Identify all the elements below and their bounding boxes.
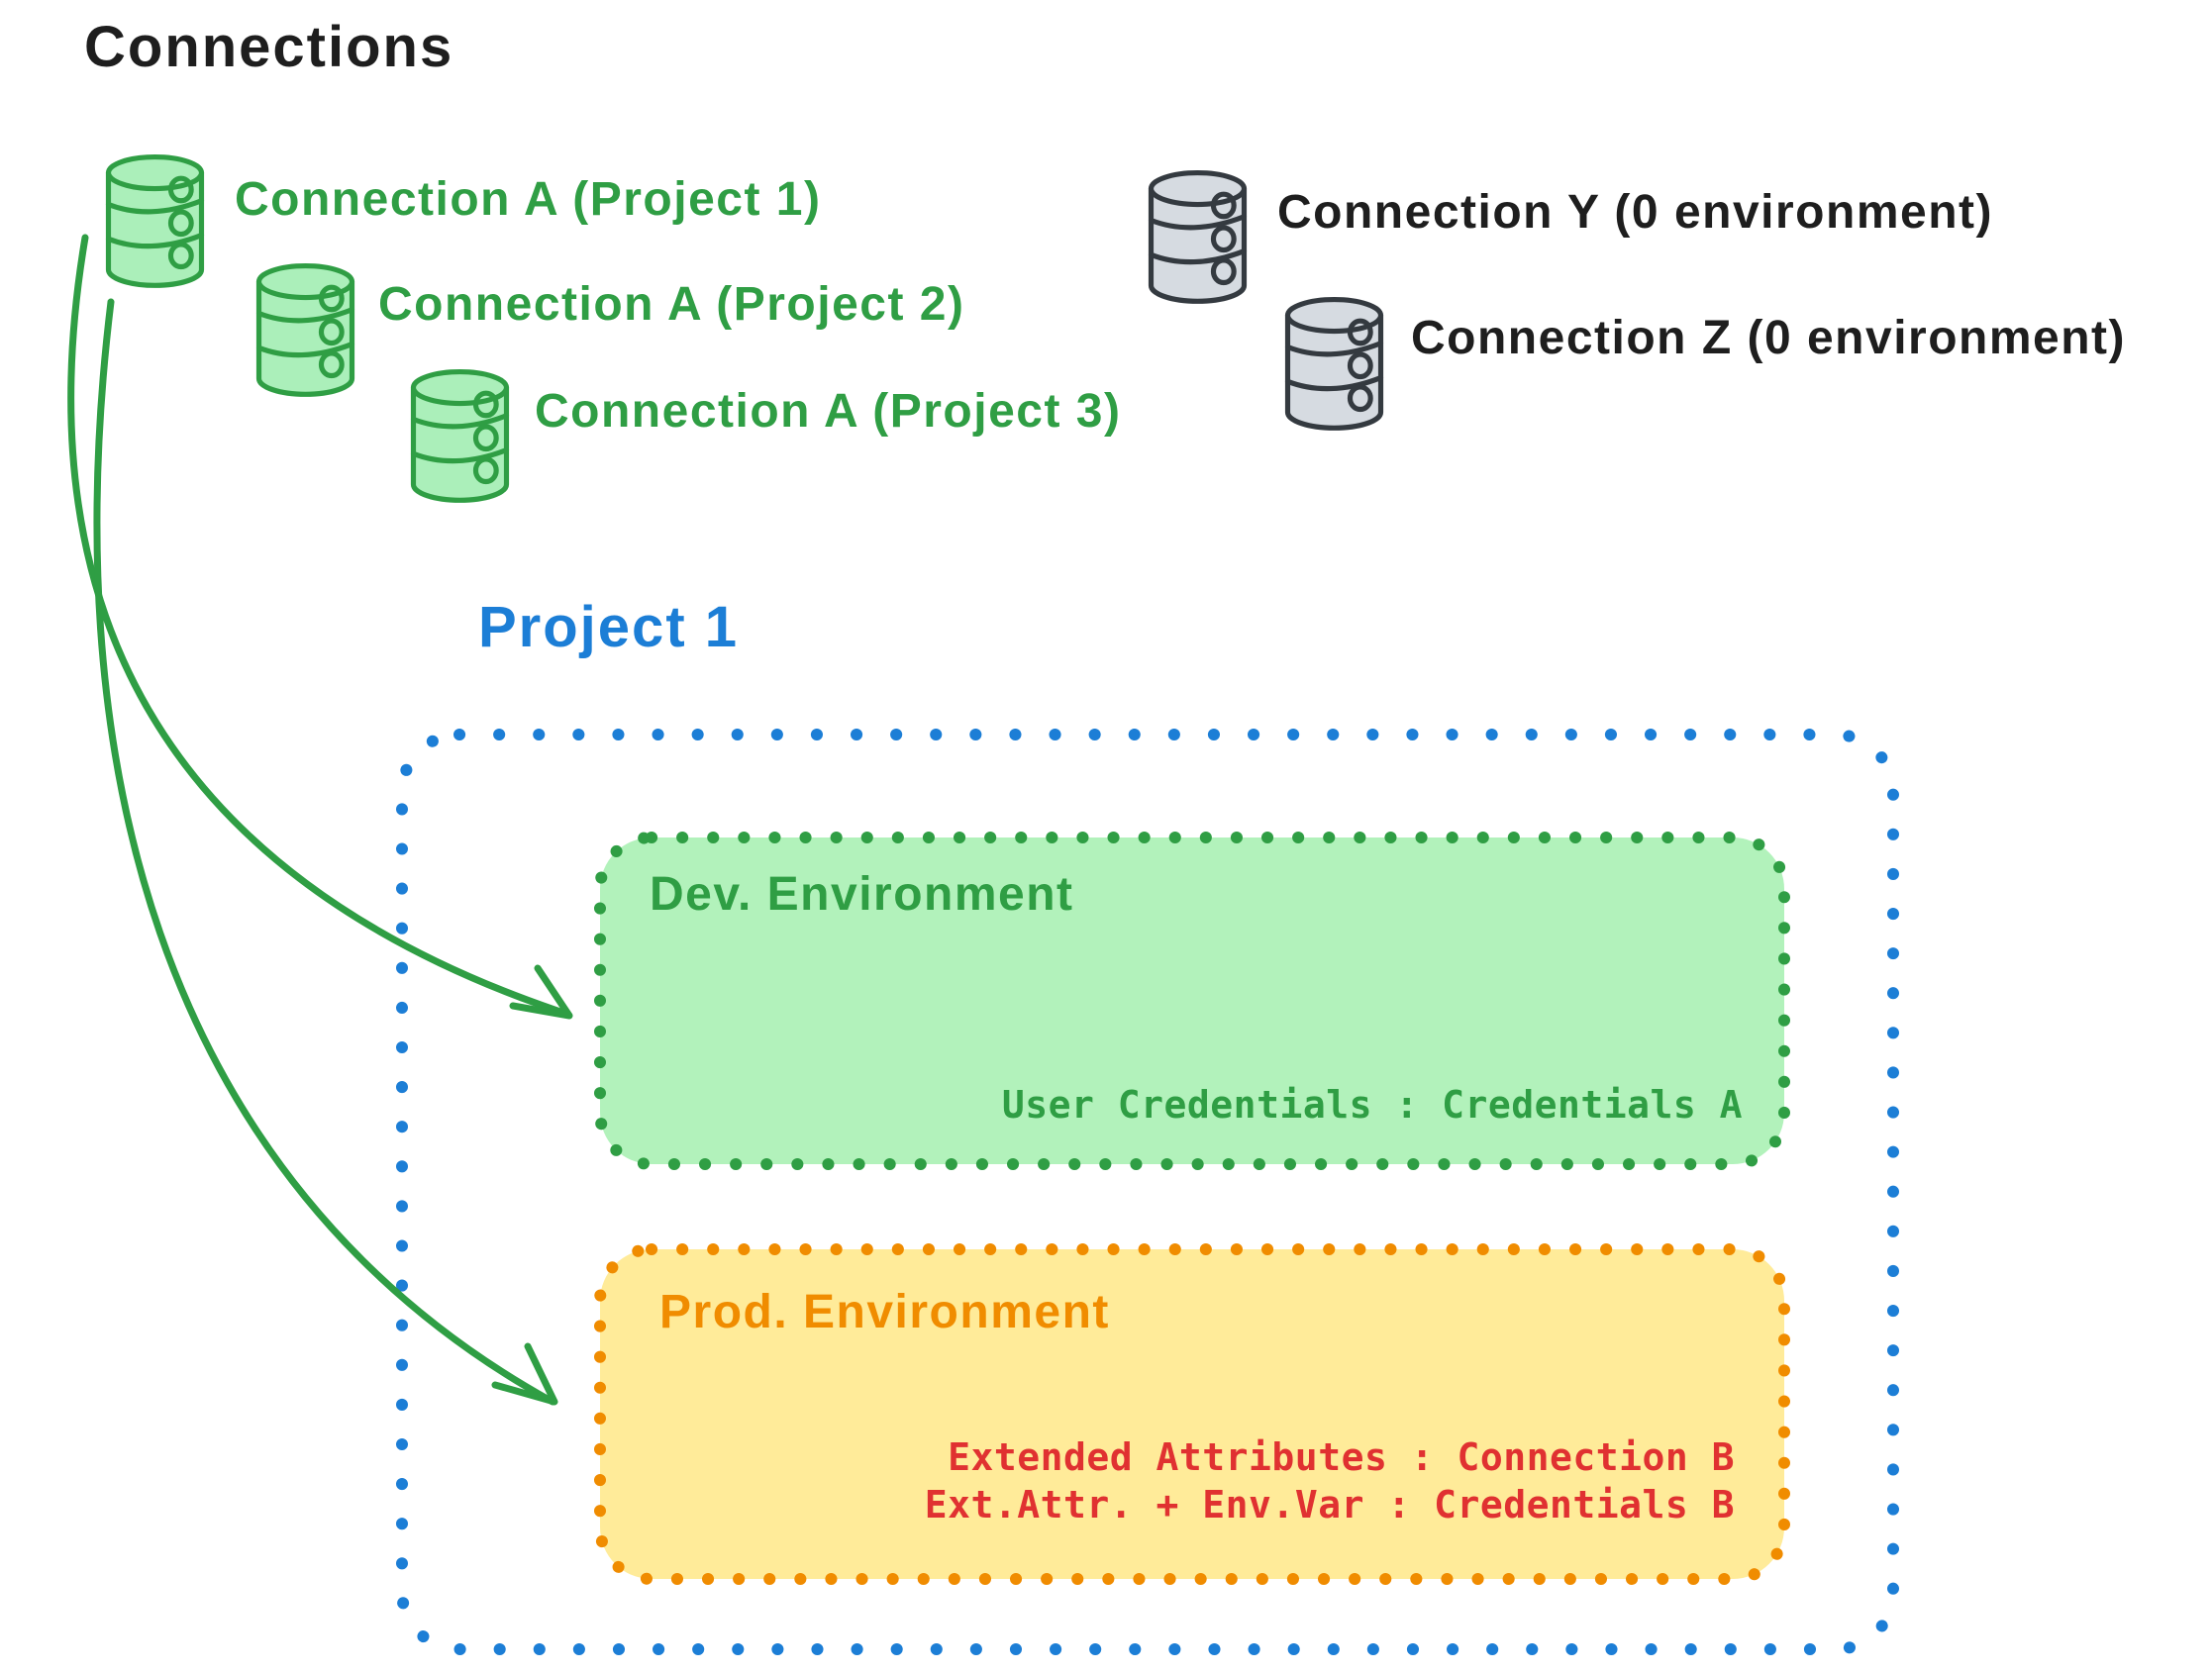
database-icon	[105, 153, 205, 288]
connection-z-label: Connection Z (0 environment)	[1411, 312, 2127, 364]
prod-environment-box	[594, 1243, 1790, 1585]
connection-a-project-1-label: Connection A (Project 1)	[235, 173, 822, 226]
dev-environment-label: Dev. Environment	[650, 868, 1074, 921]
arrow-connection-a-to-dev	[67, 234, 573, 1020]
database-icon	[1284, 296, 1384, 431]
arrow-connection-a-to-prod	[93, 298, 558, 1406]
dev-environment-box	[594, 832, 1790, 1170]
database-icon	[1148, 169, 1248, 304]
prod-environment-label: Prod. Environment	[659, 1286, 1110, 1338]
prod-extended-attributes-text: Extended Attributes : Connection B	[948, 1435, 1735, 1479]
connection-y-label: Connection Y (0 environment)	[1277, 186, 1993, 239]
project-1-title: Project 1	[478, 595, 739, 659]
dev-credentials-text: User Credentials : Credentials A	[1001, 1083, 1743, 1127]
connection-a-project-2-label: Connection A (Project 2)	[378, 278, 965, 331]
connection-a-project-3-label: Connection A (Project 3)	[535, 385, 1122, 438]
database-icon	[255, 262, 355, 397]
prod-ext-attr-env-var-text: Ext.Attr. + Env.Var : Credentials B	[924, 1483, 1735, 1526]
database-icon	[410, 368, 510, 503]
project-1-box-border	[396, 729, 1899, 1655]
diagram-title: Connections	[84, 15, 454, 79]
